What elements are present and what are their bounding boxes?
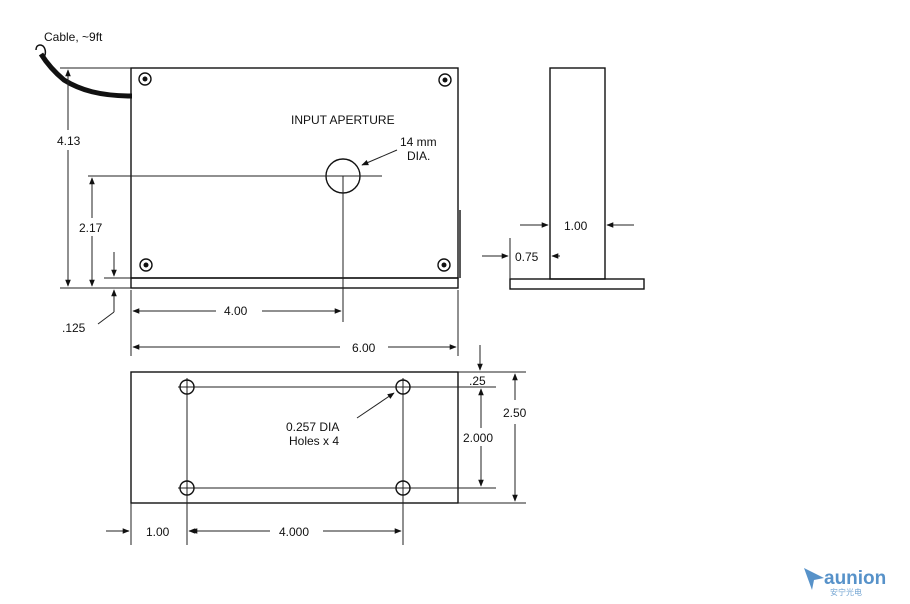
aperture-size-label: 14 mm	[400, 135, 437, 149]
mounting-hole	[179, 379, 195, 395]
side-view: 1.00 0.75	[482, 67, 645, 290]
holes-leader	[356, 392, 395, 419]
logo-subtext: 安宁光电	[830, 587, 862, 596]
screw-icon	[138, 72, 152, 86]
dim-side-base-label: 0.75	[515, 250, 539, 264]
mounting-hole	[395, 379, 411, 395]
dim-base-thickness-leader	[97, 311, 115, 325]
base-plate-front	[130, 277, 459, 289]
bottom-view: 0.257 DIA Holes x 4 .25 2.000 2.50 1.00 …	[106, 345, 527, 545]
dim-width-total-label: 6.00	[352, 341, 376, 355]
cable-end	[35, 44, 47, 58]
bottom-plate	[130, 371, 459, 504]
dim-base-thickness-label: .125	[62, 321, 86, 335]
aunion-logo: aunion 安宁光电	[804, 568, 886, 596]
cable-label: Cable, ~9ft	[44, 30, 103, 44]
dim-hole-offset-top-label: .25	[469, 374, 486, 388]
side-base-plate	[509, 278, 645, 290]
dim-height-total-label: 4.13	[57, 134, 81, 148]
screw-icon	[139, 258, 153, 272]
aperture-leader	[361, 149, 398, 166]
dim-aperture-x-label: 4.00	[224, 304, 248, 318]
mounting-hole	[395, 480, 411, 496]
dim-hole-offset-left-label: 1.00	[146, 525, 170, 539]
front-view: Cable, ~9ft INPUT APERTURE 14 mm DIA. 4.…	[35, 30, 461, 356]
aperture-size-label-2: DIA.	[407, 149, 430, 163]
logo-text: aunion	[824, 568, 886, 589]
dim-hole-spacing-y-label: 2.000	[463, 431, 493, 445]
detector-body	[130, 67, 459, 279]
holes-label: 0.257 DIA	[286, 420, 339, 434]
side-body	[549, 67, 606, 280]
dim-base-depth-label: 2.50	[503, 406, 527, 420]
dim-hole-spacing-x-label: 4.000	[279, 525, 309, 539]
input-aperture-label: INPUT APERTURE	[291, 113, 395, 127]
holes-label-2: Holes x 4	[289, 434, 339, 448]
dim-aperture-height-label: 2.17	[79, 221, 103, 235]
dim-side-depth-label: 1.00	[564, 219, 588, 233]
screw-icon	[437, 258, 451, 272]
cable	[38, 52, 133, 99]
mounting-hole	[179, 480, 195, 496]
logo-arrow-icon	[804, 568, 824, 590]
screw-icon	[438, 73, 452, 87]
